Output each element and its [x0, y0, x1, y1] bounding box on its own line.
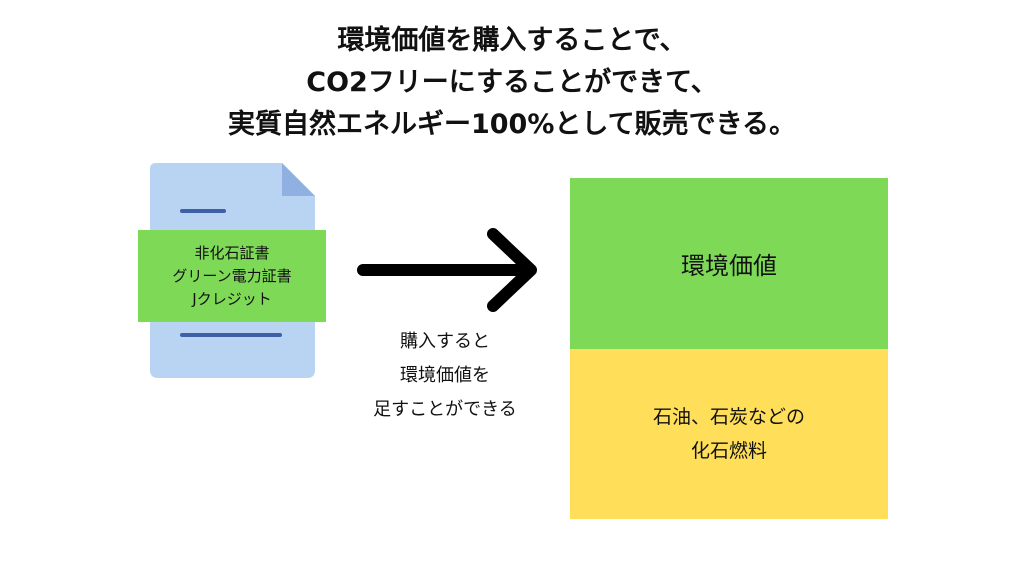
heading-line-2: CO2フリーにすることができて、	[306, 67, 718, 98]
fossil-fuel-block: 石油、石炭などの 化石燃料	[570, 349, 888, 519]
certificate-label-1: 非化石証書	[194, 243, 270, 262]
heading-line-3: 実質自然エネルギー100%として販売できる。	[227, 109, 797, 140]
right-arrow-icon	[357, 228, 537, 312]
fossil-fuel-line-2: 化石燃料	[690, 440, 767, 462]
heading: 環境価値を購入することで、 CO2フリーにすることができて、 実質自然エネルギー…	[0, 20, 1024, 146]
certificate-labels: 非化石証書 グリーン電力証書 Jクレジット	[138, 230, 326, 322]
heading-line-1: 環境価値を購入することで、	[337, 25, 687, 56]
certificate-label-3: Jクレジット	[192, 289, 272, 308]
arrow-caption: 購入すると 環境価値を 足すことができる	[340, 325, 550, 427]
arrow-caption-line-3: 足すことができる	[373, 399, 517, 420]
document-bottom-line	[180, 333, 282, 337]
certificate-label-2: グリーン電力証書	[172, 266, 292, 285]
environmental-value-label: 環境価値	[681, 252, 777, 280]
arrow-caption-line-1: 購入すると	[400, 331, 490, 352]
arrow-shape	[357, 228, 537, 312]
document-fold	[282, 163, 315, 196]
document-top-line	[180, 209, 226, 213]
environmental-value-block: 環境価値	[570, 178, 888, 349]
arrow-caption-line-2: 環境価値を	[400, 365, 490, 386]
fossil-fuel-line-1: 石油、石炭などの	[652, 406, 805, 428]
